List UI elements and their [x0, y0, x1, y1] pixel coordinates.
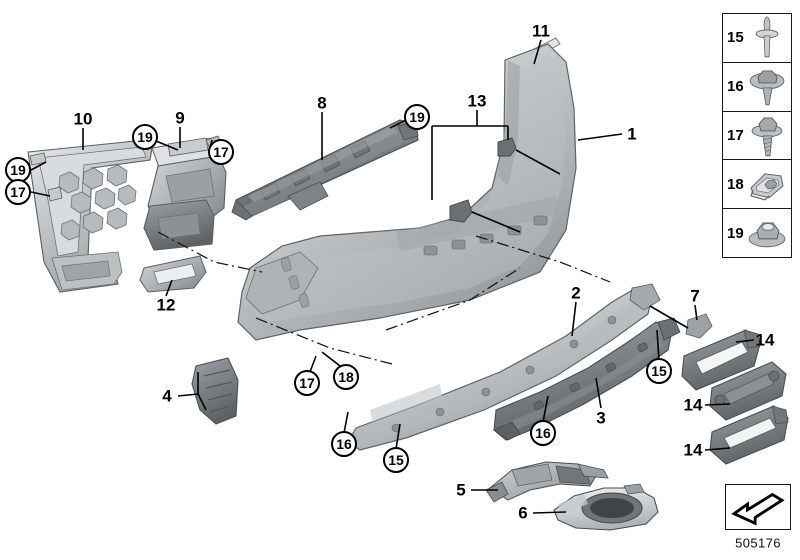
part-8-artwork: [231, 119, 419, 221]
legend-number: 15: [727, 29, 744, 47]
circled-callout-16: 16: [331, 431, 357, 457]
callout-14: 14: [683, 440, 703, 460]
part-12-artwork: [139, 255, 207, 293]
circled-callout-15: 15: [383, 447, 409, 473]
flanged-hex-nut-icon: [745, 209, 789, 257]
rivet-pin-icon: [745, 14, 789, 62]
circled-callout-15: 15: [646, 358, 672, 384]
legend-number: 18: [727, 175, 744, 193]
callout-2: 2: [571, 283, 581, 303]
part-6-artwork: [553, 483, 659, 531]
part-5-artwork: [485, 461, 609, 503]
circled-callout-17: 17: [294, 370, 320, 396]
part-10-artwork: [27, 139, 153, 293]
callout-13: 13: [467, 91, 487, 111]
circled-callout-17: 17: [5, 179, 31, 205]
callout-5: 5: [456, 480, 466, 500]
circled-callout-18: 18: [333, 364, 359, 390]
circled-callout-16: 16: [530, 420, 556, 446]
bent-arrow-icon: [725, 484, 791, 530]
callout-3: 3: [596, 408, 606, 428]
circled-callout-19: 19: [404, 104, 430, 130]
part-14-artwork: [681, 329, 789, 465]
part-3-artwork: [493, 317, 681, 441]
part-7-artwork: [685, 313, 713, 339]
legend-number: 19: [727, 224, 744, 242]
diagram-id-number: 505176: [735, 535, 781, 551]
fastener-legend: 15 16 17: [722, 13, 792, 258]
callout-14: 14: [755, 330, 775, 350]
part-13-artwork: [449, 137, 517, 223]
leader-lines: [30, 39, 755, 514]
legend-item-15: 15: [723, 14, 791, 63]
legend-item-17: 17: [723, 112, 791, 161]
callout-11: 11: [532, 21, 550, 41]
callout-7: 7: [690, 286, 700, 306]
legend-number: 17: [727, 126, 744, 144]
assembly-reference-lines: [157, 231, 611, 365]
callout-1: 1: [627, 124, 637, 144]
callout-14: 14: [683, 395, 703, 415]
legend-item-18: 18: [723, 160, 791, 210]
part-2-artwork: [347, 283, 661, 451]
part-4-artwork: [191, 357, 239, 425]
circled-callout-19: 19: [132, 124, 158, 150]
legend-item-19: 19: [723, 209, 791, 257]
callout-9: 9: [175, 108, 185, 128]
callout-8: 8: [317, 93, 327, 113]
spring-clip-nut-icon: [745, 160, 789, 208]
part-1-artwork: [237, 43, 577, 341]
legend-item-16: 16: [723, 63, 791, 112]
legend-number: 16: [727, 78, 744, 96]
callout-12: 12: [156, 295, 176, 315]
callout-4: 4: [162, 386, 172, 406]
circled-callout-17: 17: [208, 139, 234, 165]
hex-head-screw-icon: [745, 112, 789, 160]
callout-6: 6: [518, 503, 528, 523]
callout-10: 10: [73, 109, 93, 129]
flanged-screw-icon: [745, 63, 789, 111]
